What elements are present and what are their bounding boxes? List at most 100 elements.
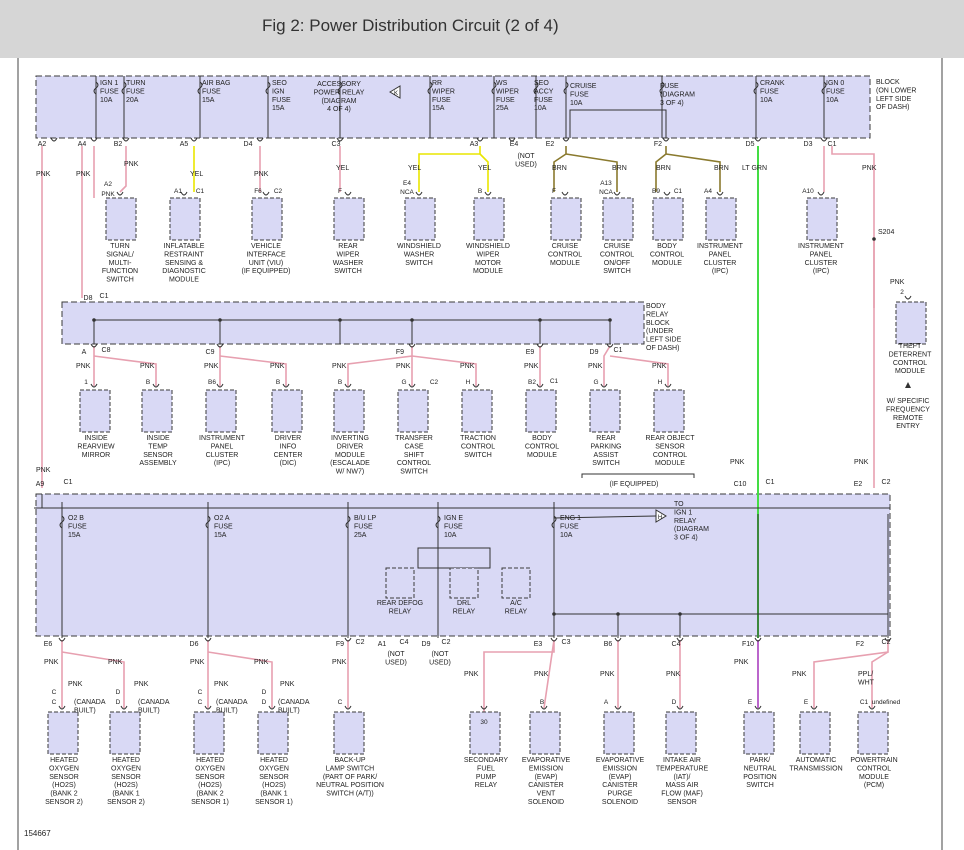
- connector-terminal: [90, 343, 98, 348]
- component-terminal: [716, 191, 724, 196]
- connector-terminal: [50, 137, 58, 142]
- wire-color-label: PNK: [890, 279, 905, 286]
- wire-color-label: PNK: [140, 363, 155, 370]
- component-box-row1: [602, 197, 634, 241]
- component-box-row2: [79, 389, 111, 433]
- wire-color-label: PNK: [108, 659, 123, 666]
- wire-washer: [418, 146, 481, 192]
- wire-color-label: PNK: [862, 165, 877, 172]
- connector-label: C3: [562, 639, 571, 646]
- component-box-row1: [105, 197, 137, 241]
- wire-color-label: PNK: [270, 363, 285, 370]
- connector-terminal: [508, 137, 516, 142]
- component-pin-label: NCA: [400, 189, 414, 196]
- component-pin-label: PNK: [101, 191, 115, 198]
- canada-built-label: PNK: [134, 681, 149, 688]
- component-pin-label: H: [466, 379, 471, 386]
- component-pin-label: D: [116, 689, 121, 696]
- component-box-row2: [205, 389, 237, 433]
- relay-box: [385, 567, 415, 599]
- component-terminal: [810, 705, 818, 710]
- component-box-row1: [806, 197, 838, 241]
- component-box-row2: [461, 389, 493, 433]
- connector-label: D6: [190, 641, 199, 648]
- wire-color-label: PNK: [588, 363, 603, 370]
- connector-terminal: [256, 137, 264, 142]
- component-box-row3: [47, 711, 79, 755]
- fuse-symbol: [337, 81, 343, 95]
- component-box-row3: [857, 711, 889, 755]
- component-pin-label: 1: [84, 379, 88, 386]
- wire-color-label: PNK: [524, 363, 539, 370]
- connector-terminal: [122, 137, 130, 142]
- connector-terminal: [754, 137, 762, 142]
- component-pin-label: B: [478, 188, 482, 195]
- wire-color-label: PNK: [600, 671, 615, 678]
- connector-label: A1: [378, 641, 387, 648]
- connector-label: C2: [442, 639, 451, 646]
- component-terminal: [676, 705, 684, 710]
- wire-color-label: PNK: [734, 659, 749, 666]
- connector-label: E3: [534, 641, 543, 648]
- component-box-row1: [333, 197, 365, 241]
- component-pin-label: B6: [208, 379, 216, 386]
- fuse-symbol: [563, 81, 569, 95]
- component-pin-label: 30: [480, 719, 488, 726]
- component-box-row2: [397, 389, 429, 433]
- component-terminal: [408, 383, 416, 388]
- wire-ign0-s204: [831, 146, 875, 308]
- component-box-row1: [705, 197, 737, 241]
- connector-label: E4: [510, 141, 519, 148]
- wire-color-label: PNK: [36, 467, 51, 474]
- wire-cruise-mod: [553, 146, 567, 192]
- wire-color-label: PNK: [76, 363, 91, 370]
- connector-label: E2: [546, 141, 555, 148]
- wire-dic: [219, 355, 287, 386]
- wire-inverting: [347, 346, 413, 386]
- connector-label: F2: [856, 641, 864, 648]
- top-fuse-block: [35, 75, 871, 139]
- component-pin-label: E: [748, 699, 753, 706]
- component-terminal: [536, 383, 544, 388]
- splice-dot: [616, 612, 620, 616]
- components: [47, 81, 927, 755]
- component-pin-label: G: [401, 379, 406, 386]
- connector-label: A: [82, 349, 87, 356]
- component-pin-label: A1: [174, 188, 182, 195]
- fuse-symbol: [435, 515, 441, 529]
- wire-fuel-pump: [483, 640, 555, 712]
- component-terminal: [344, 191, 352, 196]
- wire-color-label: PNK: [460, 363, 475, 370]
- component-box-row3: [109, 711, 141, 755]
- component-terminal: [561, 191, 569, 196]
- wire-color-label: BRN: [656, 165, 671, 172]
- wire-temp: [93, 355, 157, 386]
- connector-terminal: [820, 137, 828, 142]
- fuse-symbol: [197, 81, 203, 95]
- connector-terminal: [536, 343, 544, 348]
- connector-label: F9: [396, 349, 404, 356]
